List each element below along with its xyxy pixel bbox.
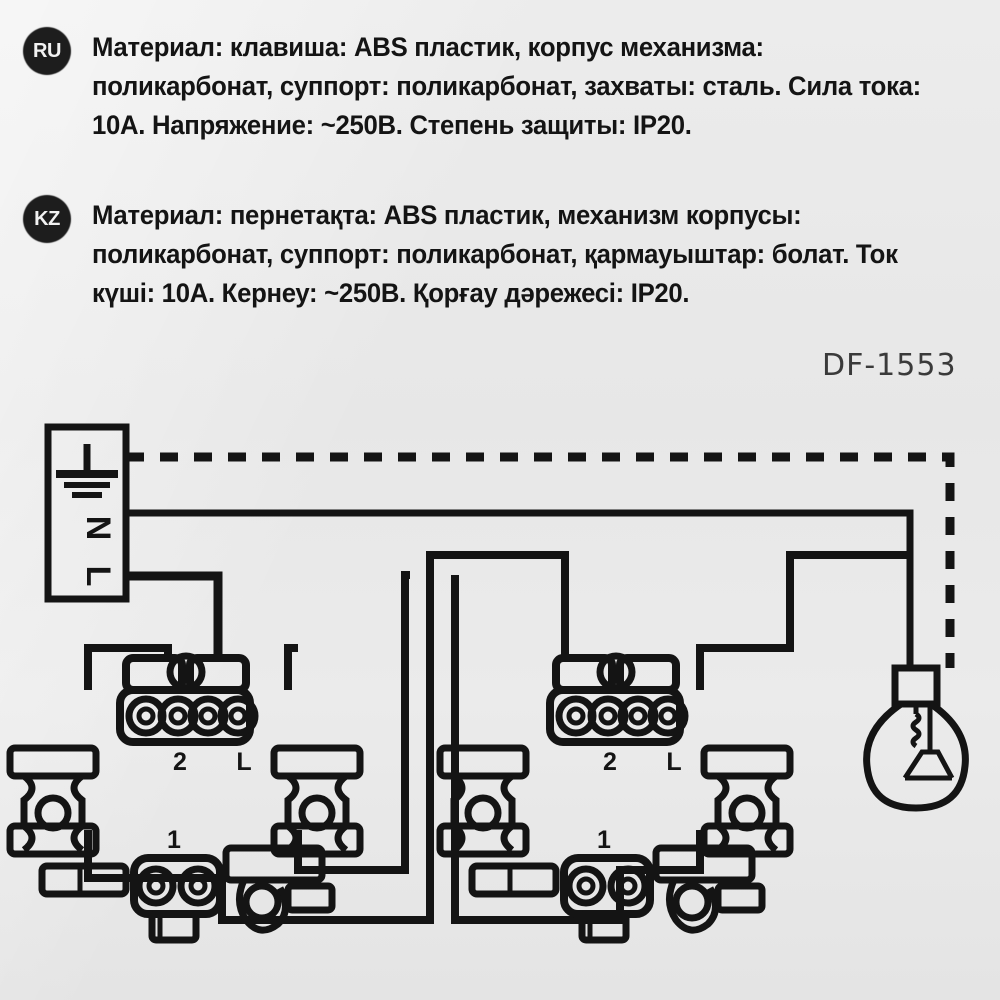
language-badge-kz: KZ <box>24 196 70 242</box>
spec-row-kz: KZ Материал: пернетақта: ABS пластик, ме… <box>24 196 972 313</box>
spec-text-kz: Материал: пернетақта: ABS пластик, механ… <box>92 200 898 308</box>
terminal-label-n: N <box>79 516 117 541</box>
supply-terminal-block: N L <box>44 423 130 603</box>
model-number: DF-1553 <box>822 348 957 383</box>
spec-text-ru: Материал: клавиша: ABS пластик, корпус м… <box>92 32 921 140</box>
lamp-feed-wire <box>696 551 910 690</box>
lamp <box>863 664 969 812</box>
earth-icon <box>56 444 118 498</box>
switch-right-terminal-1: 1 <box>597 826 611 854</box>
switch-left-terminal-l: L <box>236 748 251 776</box>
switch-right-terminal-2: 2 <box>603 748 617 776</box>
language-badge-ru: RU <box>24 28 70 74</box>
wiring-diagram: N L 2 L 1 2 L 1 <box>0 400 1000 1000</box>
spec-row-ru: RU Материал: клавиша: ABS пластик, корпу… <box>24 28 972 145</box>
switch-left[interactable]: 2 L 1 <box>10 656 360 940</box>
switch-right-terminal-l: L <box>666 748 681 776</box>
neutral-wire <box>126 509 914 668</box>
switch-left-terminal-2: 2 <box>173 748 187 776</box>
terminal-label-l: L <box>79 566 117 587</box>
earth-wire <box>126 452 955 668</box>
line-wire <box>126 571 223 660</box>
switch-right[interactable]: 2 L 1 <box>440 656 790 940</box>
switch-left-terminal-1: 1 <box>167 826 181 854</box>
